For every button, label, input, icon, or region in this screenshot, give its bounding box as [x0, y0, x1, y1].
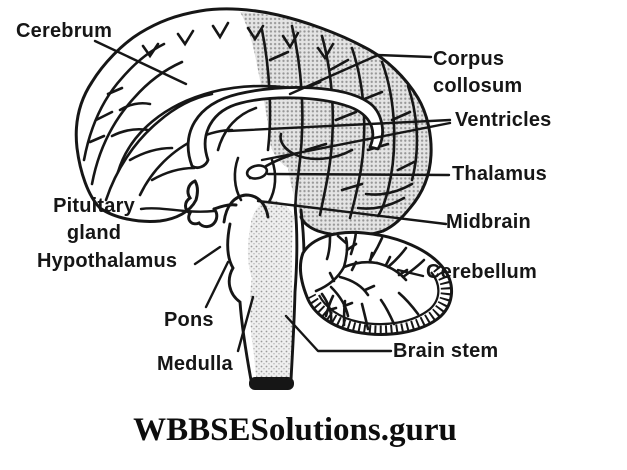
label-cerebellum: Cerebellum [426, 261, 537, 283]
corpus-callosum-shape [186, 86, 384, 169]
leader-hypothalamus [193, 245, 222, 266]
leader-lines [93, 39, 452, 353]
cerebellum-shape [298, 230, 453, 336]
label-hypothalamus: Hypothalamus [37, 250, 178, 272]
brainstem-shading [247, 200, 294, 382]
brainstem-shape [222, 193, 306, 390]
label-brain-stem: Brain stem [393, 340, 499, 362]
label-ventricles: Ventricles [455, 109, 552, 131]
label-pituitary-line2: gland [66, 222, 122, 244]
label-corpus-collosum-line2: collosum [433, 75, 523, 97]
leader-brain-stem [284, 314, 393, 353]
leader-pituitary [139, 207, 216, 213]
medulla-cut-end [249, 377, 294, 390]
leader-cerebellum [396, 268, 425, 278]
leader-thalamus [266, 172, 451, 177]
label-medulla: Medulla [157, 353, 233, 375]
label-pons: Pons [164, 309, 214, 331]
label-corpus-collosum-line1: Corpus [433, 48, 505, 70]
watermark-text: WBBSESolutions.guru [133, 412, 457, 448]
leader-ventricles-lower [260, 121, 452, 162]
label-corpus-collosum: Corpus collosum [433, 46, 522, 100]
label-thalamus: Thalamus [452, 163, 547, 185]
leader-midbrain [256, 199, 448, 226]
leader-corpus-collosum [288, 53, 433, 96]
label-pituitary-gland: Pituitary gland [46, 193, 142, 247]
label-pituitary-line1: Pituitary [53, 195, 135, 217]
cerebellum-arbor-vitae [314, 230, 426, 331]
leader-medulla [236, 295, 255, 353]
leader-ventricles-upper [226, 118, 452, 133]
thalamus-shape [245, 164, 269, 180]
label-midbrain: Midbrain [446, 211, 531, 233]
leader-cerebrum [93, 39, 188, 86]
label-cerebrum: Cerebrum [16, 20, 113, 42]
leader-pons [204, 260, 230, 309]
